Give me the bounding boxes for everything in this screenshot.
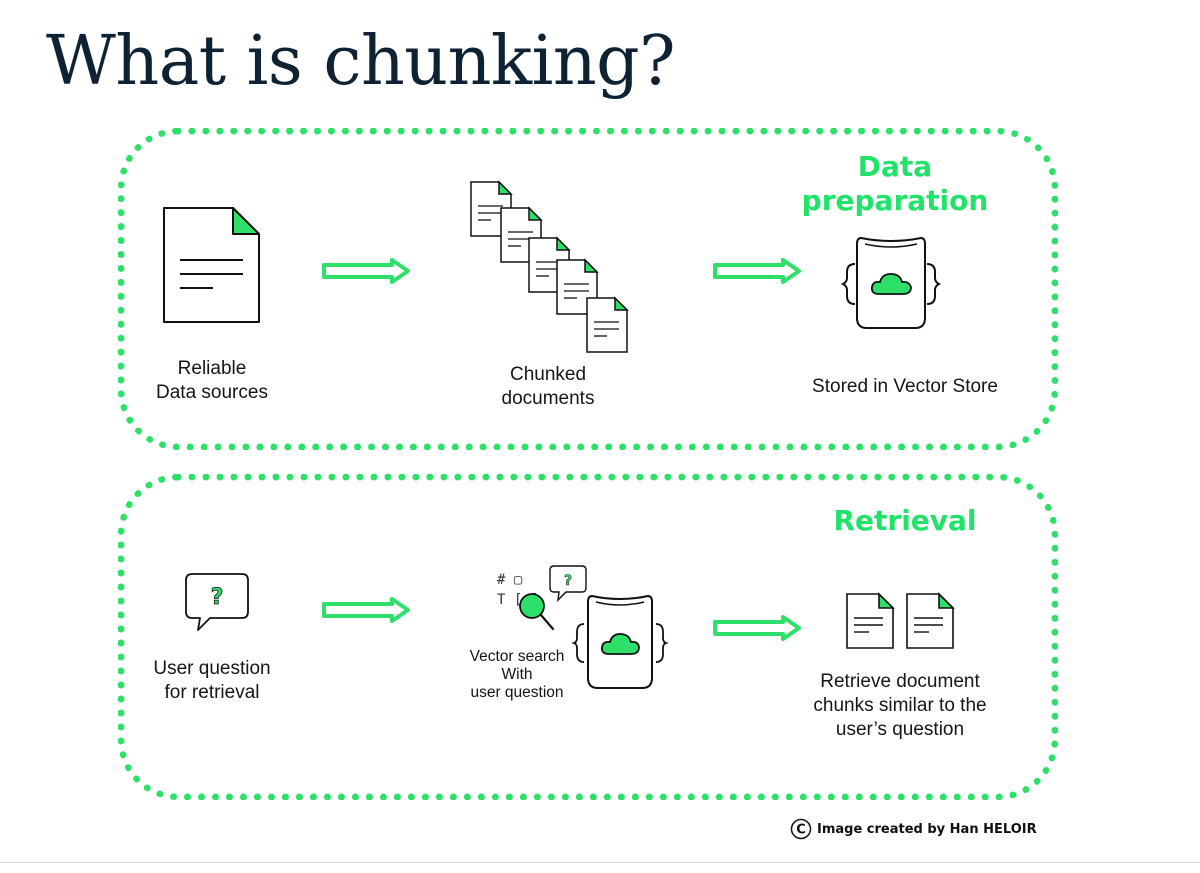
small-vector-store-icon (571, 594, 669, 689)
vector-store-icon (840, 236, 942, 329)
step-vector-search: Vector search With user question (447, 648, 587, 702)
step-label-line: for retrieval (164, 682, 260, 703)
step-label-line: With (501, 666, 533, 683)
question-mark-glyph: ? (564, 573, 572, 589)
arrow-right-icon (713, 615, 801, 641)
step-chunked-documents: Chunked documents (458, 363, 638, 411)
step-label-line: Reliable (177, 358, 247, 379)
retrieval-panel (118, 474, 1058, 800)
step-label-line: Chunked (509, 364, 587, 385)
small-question-bubble-icon: ? (549, 565, 587, 602)
step-retrieve-document-chunks: Retrieve document chunks similar to the … (770, 670, 1030, 742)
page-title: What is chunking? (46, 22, 676, 101)
step-label-line: User question (153, 658, 271, 679)
arrow-right-icon (322, 258, 410, 284)
document-icon (163, 207, 260, 323)
data-preparation-title-line2: preparation (801, 184, 989, 217)
copyright-icon: C (790, 818, 812, 840)
chunked-documents-icon (470, 180, 629, 353)
document-icon (906, 592, 955, 649)
data-preparation-panel (118, 128, 1058, 450)
step-stored-in-vector-store: Stored in Vector Store (780, 375, 1030, 399)
step-label-line: Vector search (469, 648, 565, 665)
step-label-line: chunks similar to the (813, 695, 987, 716)
speech-bubble-question-icon: ? (185, 573, 249, 631)
step-label-line: Data sources (156, 382, 268, 403)
data-preparation-title-line1: Data (857, 150, 933, 183)
copyright-symbol: C (796, 823, 806, 838)
step-label-line: user’s question (835, 719, 965, 740)
question-mark-glyph: ? (211, 585, 224, 610)
search-glyphs-line1: # ▢ (497, 572, 523, 588)
data-preparation-title: Data preparation (790, 150, 1000, 218)
document-icon (846, 592, 895, 649)
step-label-line: user question (470, 684, 564, 701)
image-credit: C Image created by Han HELOIR (790, 818, 1037, 840)
magnifier-icon (519, 593, 555, 631)
step-label-line: documents (501, 388, 595, 409)
retrieval-title: Retrieval (833, 504, 977, 537)
step-label-line: Stored in Vector Store (812, 376, 998, 397)
retrieved-documents-icon (846, 592, 955, 649)
vector-search-icon: # ▢ T [ ] ? (497, 565, 669, 689)
credit-text: Image created by Han HELOIR (817, 821, 1037, 837)
arrow-right-icon (713, 258, 801, 284)
bottom-divider (0, 862, 1200, 863)
step-user-question: User question for retrieval (122, 657, 302, 705)
step-label-line: Retrieve document (820, 671, 980, 692)
arrow-right-icon (322, 597, 410, 623)
step-reliable-data-sources: Reliable Data sources (122, 357, 302, 405)
